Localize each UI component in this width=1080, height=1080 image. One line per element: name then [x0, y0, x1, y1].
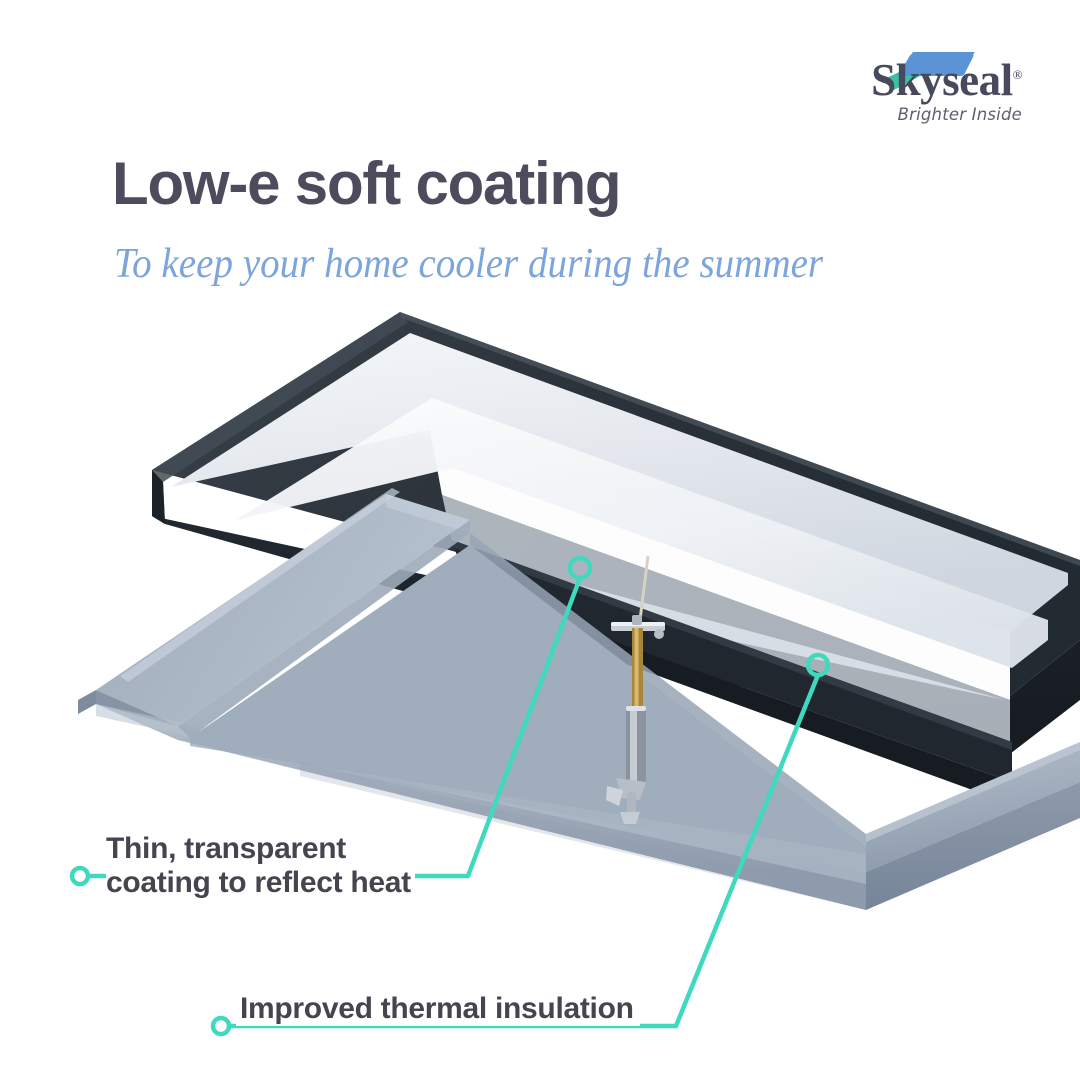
- registered-mark: ®: [1012, 67, 1023, 82]
- callout-2-endpoint-ring: [805, 652, 831, 678]
- callout-2-leader: [210, 652, 831, 1037]
- callout-label-improved-thermal-insulation: Improved thermal insulation: [236, 992, 640, 1026]
- skyseal-wordmark: Skyseal®: [822, 58, 1022, 103]
- callout-label-thin-transparent-coating: Thin, transparent coating to reflect hea…: [106, 832, 466, 900]
- callout-1-line-2: coating to reflect heat: [106, 865, 415, 900]
- brand-logo[interactable]: Skyseal® Brighter Inside: [822, 52, 1023, 124]
- page-title: Low-e soft coating: [112, 150, 622, 217]
- callout-2-origin-ring: [210, 1015, 232, 1037]
- skyseal-wordmark-text: Skyseal: [871, 55, 1013, 105]
- callout-1-endpoint-ring: [567, 555, 593, 581]
- callout-1-line-1: Thin, transparent: [106, 832, 350, 866]
- page-subtitle: To keep your home cooler during the summ…: [114, 241, 824, 287]
- callout-1-origin-ring: [69, 865, 91, 887]
- brand-tagline: Brighter Inside: [897, 105, 1022, 124]
- skyseal-logo-mark: [882, 52, 975, 90]
